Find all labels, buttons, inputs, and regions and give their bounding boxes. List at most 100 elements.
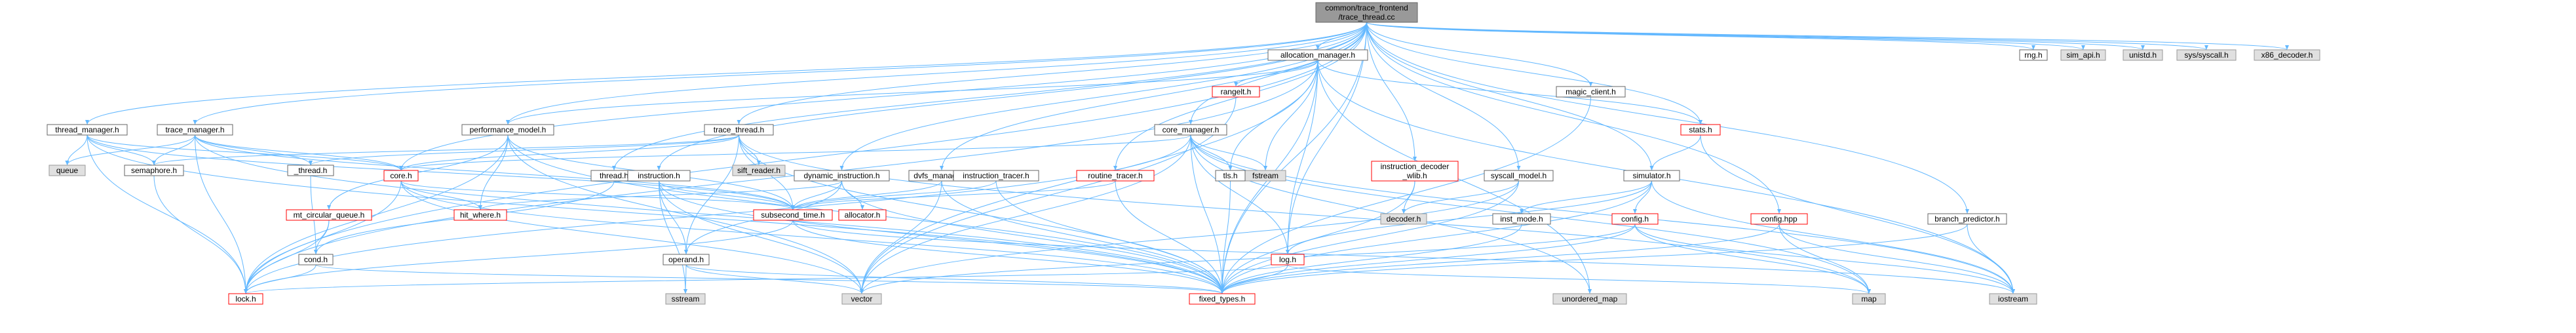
node-trace-thread-h[interactable]: trace_thread.h [704, 124, 774, 136]
node-box [1315, 2, 1418, 23]
edge-root-to-stats [1366, 22, 1702, 125]
node-label: sstream [672, 294, 700, 304]
node-sift-reader-h[interactable]: sift_reader.h [732, 165, 786, 176]
node-allocator-h[interactable]: allocator.h [838, 209, 887, 221]
node-mt-circular-queue-h[interactable]: mt_circular_queue.h [286, 209, 372, 221]
edge-magic-client-to-fixed-types [1220, 96, 1591, 294]
node-map[interactable]: map [1852, 293, 1886, 305]
node-label: sim_api.h [2066, 50, 2100, 60]
node-label: tls.h [1223, 171, 1237, 180]
edge-root-to-sim-api [1366, 22, 2085, 50]
edge-simulator-to-iostream [1651, 180, 2015, 294]
node-label: core_manager.h [1163, 125, 1220, 134]
node-core-manager-h[interactable]: core_manager.h [1154, 124, 1227, 136]
node-stats-h[interactable]: stats.h [1680, 124, 1721, 136]
edge-syscall-model-to-decoder [1402, 180, 1519, 214]
node-thread-h[interactable]: _thread.h [287, 165, 334, 176]
node-box [2254, 49, 2320, 61]
node-fixed-types-h[interactable]: fixed_types.h [1189, 293, 1256, 305]
node-label: config.hpp [1761, 214, 1797, 224]
node-unordered-map[interactable]: unordered_map [1552, 293, 1627, 305]
edge-core-to-subsecond-time [400, 180, 795, 210]
node-queue[interactable]: queue [48, 165, 86, 176]
node-label: trace_manager.h [165, 125, 224, 134]
node-box [1076, 170, 1155, 182]
node-box [1380, 213, 1427, 225]
node-decoder-h[interactable]: decoder.h [1380, 213, 1427, 225]
node-log-h[interactable]: log.h [1271, 254, 1305, 265]
node-rangelt-h[interactable]: rangelt.h [1212, 86, 1260, 98]
node-thread-manager-h[interactable]: thread_manager.h [47, 124, 128, 136]
node-instruction-decoder-wlib-h[interactable]: instruction_decoder_wlib.h [1371, 161, 1459, 182]
node-semaphore-h[interactable]: semaphore.h [124, 165, 184, 176]
node-simulator-h[interactable]: simulator.h [1623, 170, 1680, 182]
node-cond-h[interactable]: cond.h [298, 254, 334, 265]
node-box [627, 170, 691, 182]
edge-thread-manager-to-core [87, 134, 403, 171]
node-box [1215, 170, 1246, 182]
node-box [2019, 49, 2048, 61]
node-sstream[interactable]: sstream [665, 293, 706, 305]
node-tls-h[interactable]: tls.h [1215, 170, 1246, 182]
node-box [1556, 86, 1626, 98]
node-box [1271, 254, 1305, 265]
node-iostream[interactable]: iostream [1989, 293, 2037, 305]
node-box [841, 293, 882, 305]
node-branch-predictor-h[interactable]: branch_predictor.h [1927, 213, 2007, 225]
node-core-h[interactable]: core.h [383, 170, 419, 182]
node-syscall-model-h[interactable]: syscall_model.h [1484, 170, 1554, 182]
node-box [228, 293, 263, 305]
node-sys-syscall-h[interactable]: sys/syscall.h [2176, 49, 2237, 61]
node-dynamic-instruction-h[interactable]: dynamic_instruction.h [794, 170, 890, 182]
node-box [287, 165, 334, 176]
edge-routine-tracer-to-subsecond-time [791, 180, 1116, 210]
node-unistd-h[interactable]: unistd.h [2123, 49, 2163, 61]
node-label: unordered_map [1562, 294, 1618, 304]
edge-instruction-to-vector [659, 180, 864, 294]
node-label: _wlib.h [1402, 171, 1427, 180]
node-operand-h[interactable]: operand.h [663, 254, 710, 265]
node-performance-model-h[interactable]: performance_model.h [461, 124, 554, 136]
node-box [732, 165, 786, 176]
node-label: lock.h [235, 294, 256, 304]
node-magic-client-h[interactable]: magic_client.h [1556, 86, 1626, 98]
edge-trace-thread-to-map [739, 134, 1871, 294]
node-subsecond-time-h[interactable]: subsecond_time.h [753, 209, 833, 221]
node-instruction-tracer-h[interactable]: instruction_tracer.h [953, 170, 1039, 182]
node-instruction-h[interactable]: instruction.h [627, 170, 691, 182]
node-box [953, 170, 1039, 182]
node-fstream[interactable]: fstream [1244, 170, 1286, 182]
node-trace-manager-h[interactable]: trace_manager.h [157, 124, 233, 136]
node-sim-api-h[interactable]: sim_api.h [2060, 49, 2106, 61]
node-label: semaphore.h [131, 166, 177, 175]
node-common-trace-frontend-trace-thread-cc[interactable]: common/trace_frontend/trace_thread.cc [1315, 2, 1418, 23]
node-routine-tracer-h[interactable]: routine_tracer.h [1076, 170, 1155, 182]
edge-root-to-lock [244, 22, 1367, 294]
node-box [1927, 213, 2007, 225]
edge-trace-manager-to-core [195, 134, 403, 171]
edge-root-to-syscall-model [1366, 22, 1521, 171]
node-vector[interactable]: vector [841, 293, 882, 305]
dependency-edges [65, 22, 2289, 294]
edge-instruction-to-fixed-types [659, 180, 1224, 294]
node-hit-where-h[interactable]: hit_where.h [453, 209, 507, 221]
edge-root-to-instruction [657, 22, 1367, 171]
node-config-hpp[interactable]: config.hpp [1750, 213, 1808, 225]
node-label: log.h [1279, 255, 1296, 264]
node-lock-h[interactable]: lock.h [228, 293, 263, 305]
node-box [1212, 86, 1260, 98]
edge-syscall-model-to-vector [860, 180, 1519, 294]
edge-trace-thread-to-sift-reader [739, 134, 761, 166]
node-allocation-manager-h[interactable]: allocation_manager.h [1267, 49, 1368, 61]
node-box [1154, 124, 1227, 136]
node-rng-h[interactable]: rng.h [2019, 49, 2048, 61]
node-config-h[interactable]: config.h [1611, 213, 1659, 225]
node-box [48, 165, 86, 176]
node-inst-mode-h[interactable]: inst_mode.h [1492, 213, 1551, 225]
node-x86-decoder-h[interactable]: x86_decoder.h [2254, 49, 2320, 61]
edge-root-to-branch-predictor [1366, 22, 1969, 214]
edge-inst-mode-to-fixed-types [1220, 224, 1522, 294]
dependency-nodes: common/trace_frontend/trace_thread.ccthr… [47, 2, 2320, 305]
edge-config-h-to-vector [860, 224, 1636, 294]
